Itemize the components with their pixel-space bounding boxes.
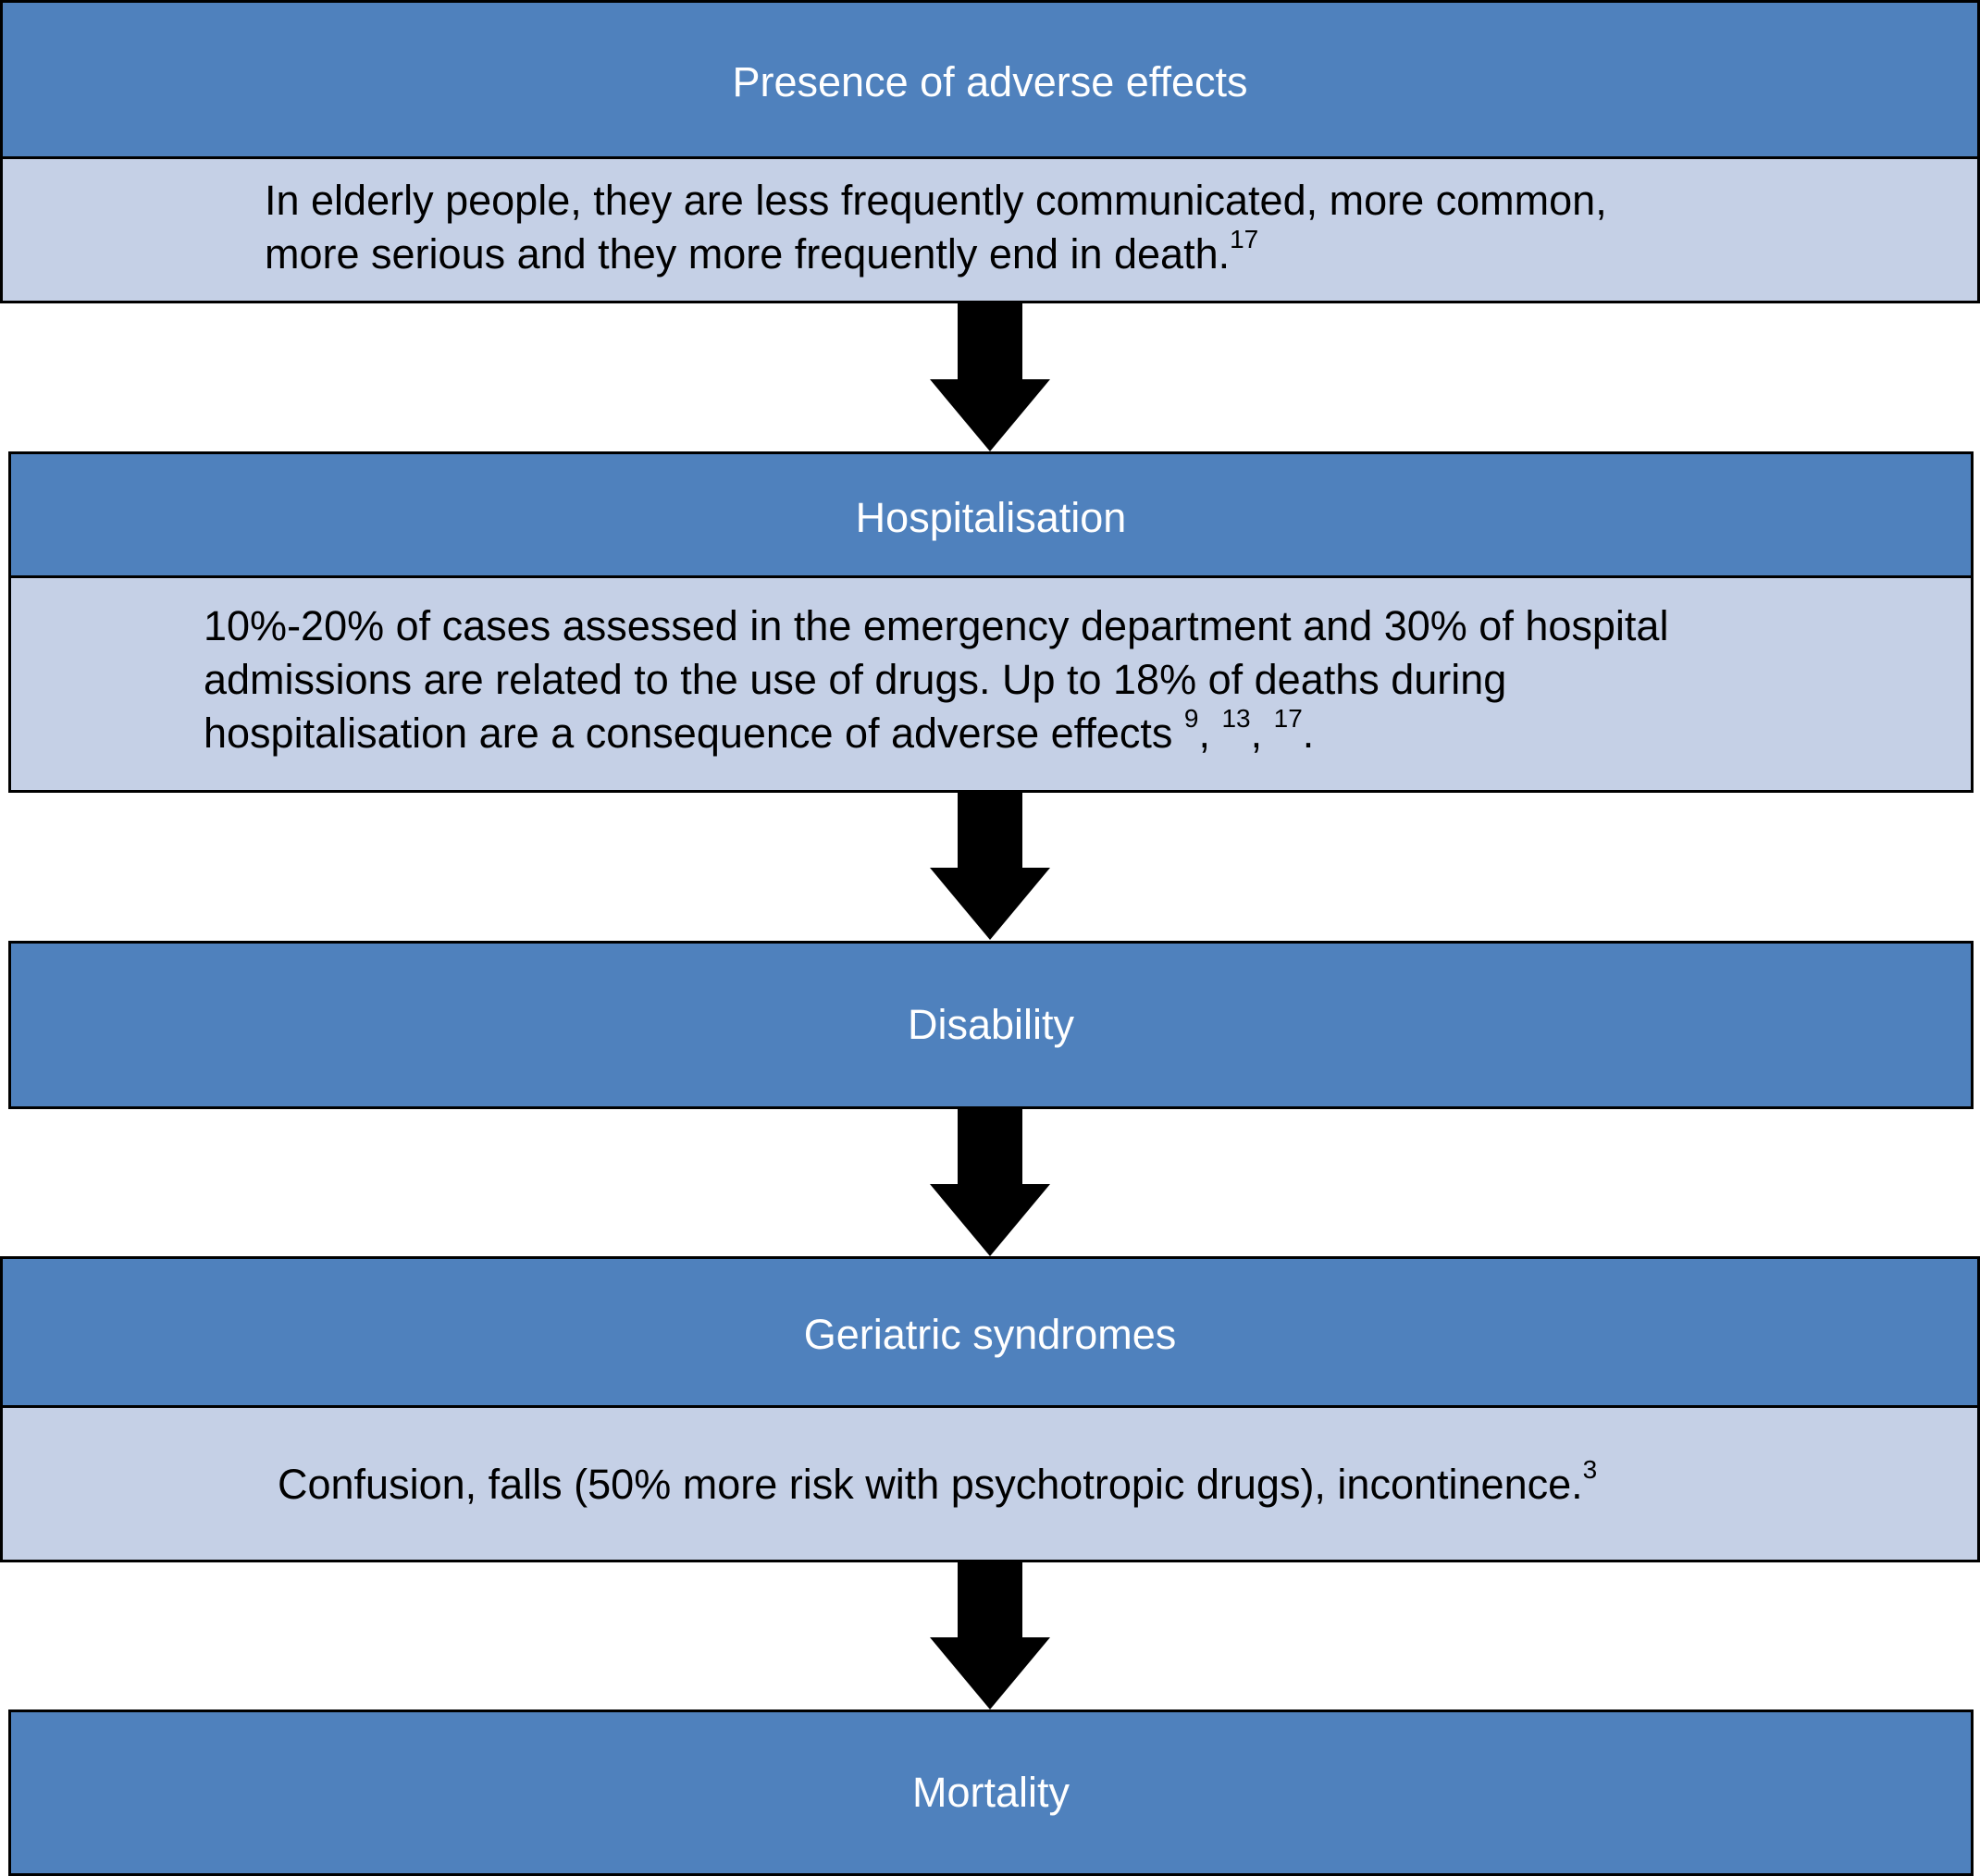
- step-geriatric-syndromes-text: Confusion, falls (50% more risk with psy…: [278, 1455, 1598, 1509]
- reference-17: 17: [1273, 704, 1303, 733]
- step-geriatric-syndromes-header: Geriatric syndromes: [803, 1311, 1177, 1358]
- step-hospitalisation-body: 10%-20% of cases assessed in the emergen…: [11, 575, 1971, 790]
- step-adverse-effects-body: In elderly people, they are less frequen…: [3, 156, 1977, 301]
- step-geriatric-syndromes: Geriatric syndromes Confusion, falls (50…: [0, 1256, 1980, 1562]
- step-hospitalisation-text-line3: hospitalisation are a consequence of adv…: [204, 704, 1315, 758]
- down-arrow-icon: [930, 1108, 1050, 1256]
- down-arrow-icon: [930, 303, 1050, 451]
- step-hospitalisation-text-line2: admissions are related to the use of dru…: [204, 656, 1507, 703]
- step-adverse-effects-text-line2: more serious and they more frequently en…: [265, 225, 1259, 278]
- step-mortality-header: Mortality: [911, 1769, 1070, 1816]
- reference-13: 13: [1221, 704, 1251, 733]
- step-disability: Disability: [8, 941, 1974, 1109]
- reference-17: 17: [1230, 225, 1259, 253]
- down-arrow-icon: [930, 1561, 1050, 1709]
- step-adverse-effects-header: Presence of adverse effects: [732, 58, 1248, 105]
- step-mortality: Mortality: [8, 1709, 1974, 1876]
- step-geriatric-syndromes-body: Confusion, falls (50% more risk with psy…: [3, 1405, 1977, 1560]
- step-disability-header: Disability: [907, 1001, 1075, 1048]
- step-hospitalisation-text-line1: 10%-20% of cases assessed in the emergen…: [204, 602, 1669, 649]
- down-arrow-icon: [930, 792, 1050, 940]
- step-adverse-effects-text-line1: In elderly people, they are less frequen…: [265, 177, 1607, 224]
- step-adverse-effects: Presence of adverse effects In elderly p…: [0, 0, 1980, 303]
- reference-9: 9: [1183, 704, 1199, 733]
- reference-3: 3: [1582, 1455, 1598, 1484]
- step-hospitalisation: Hospitalisation 10%-20% of cases assesse…: [8, 451, 1974, 793]
- step-hospitalisation-header: Hospitalisation: [855, 493, 1127, 541]
